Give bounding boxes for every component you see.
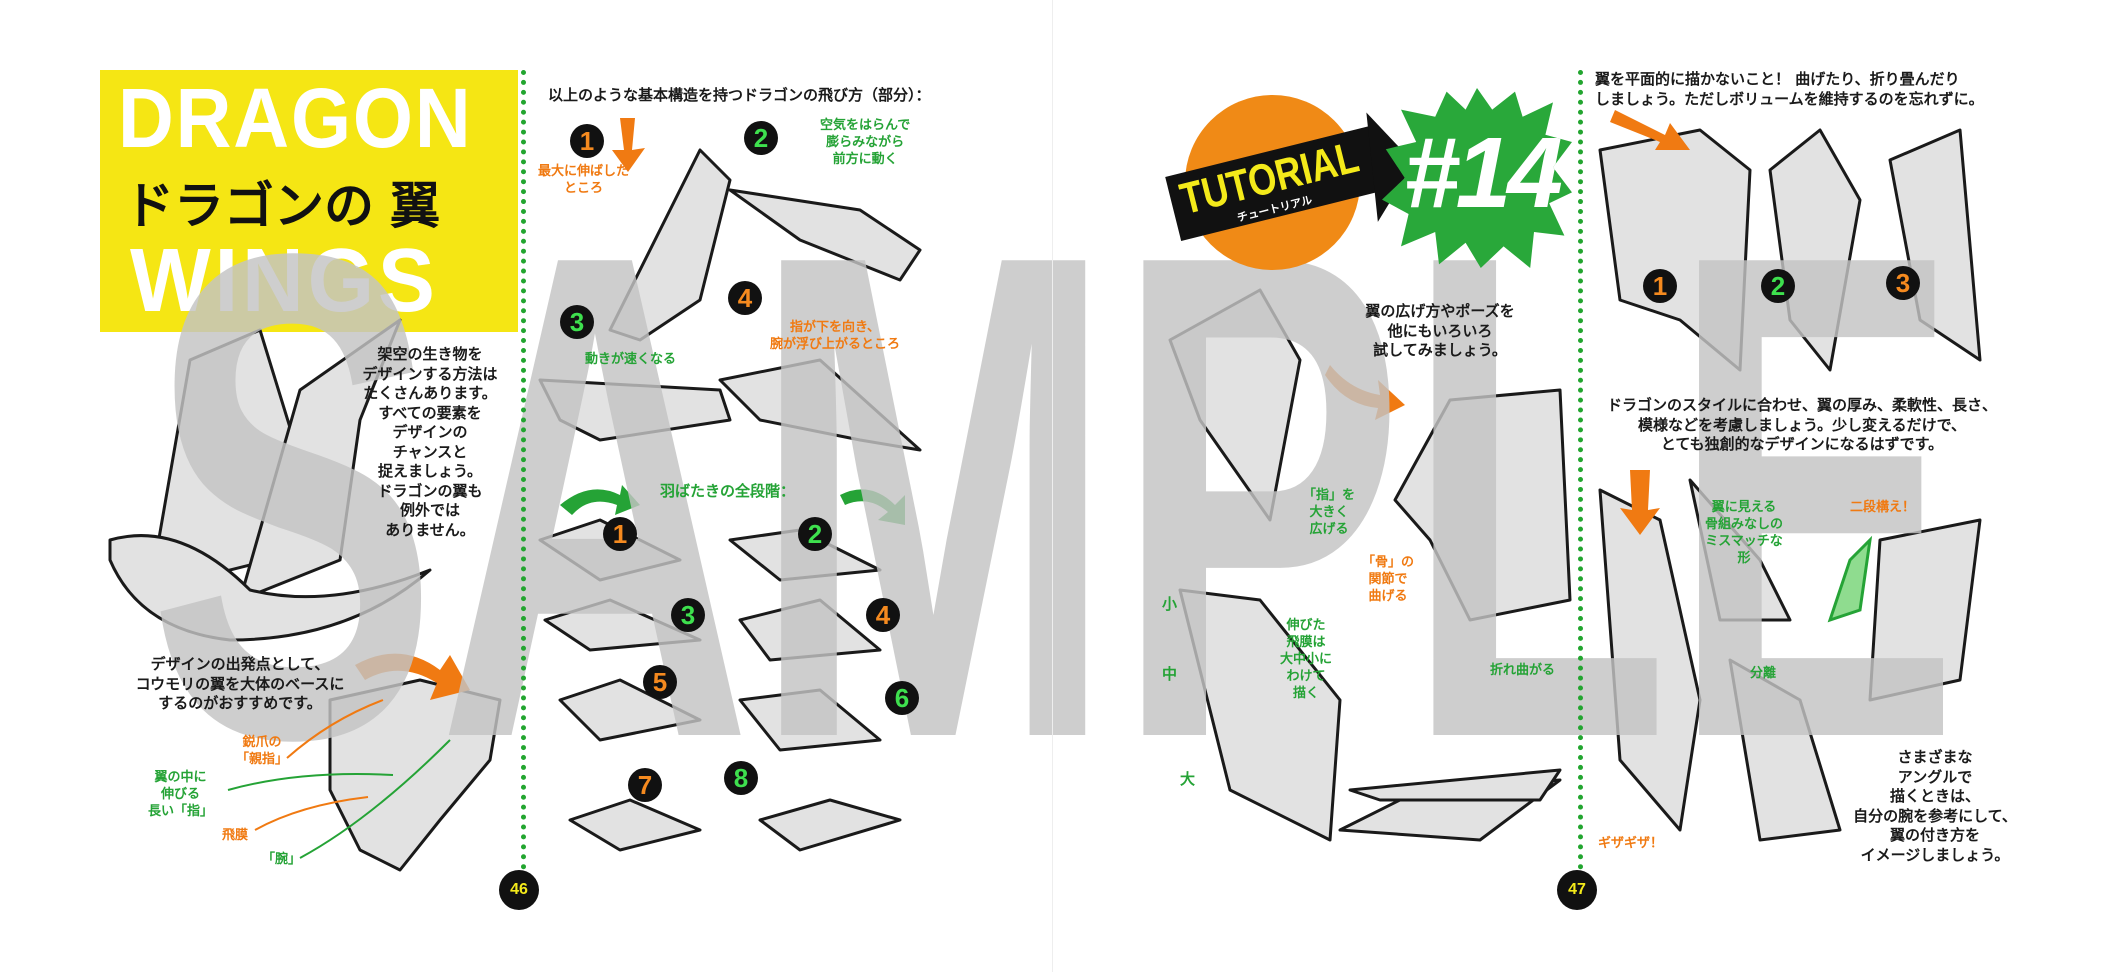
flap-badge-4: 4 [866,598,900,632]
orange-arrow-icon [355,653,470,700]
fold-badge-1: 1 [1643,269,1677,303]
style-text: ドラゴンのスタイルに合わせ、翼の厚み、柔軟性、長さ、模様などを考慮しましょう。少… [1606,396,1997,453]
flap-badge-8: 8 [724,761,758,795]
flap-badge-7: 7 [628,768,662,802]
step4-note: 指が下を向き、腕が浮び上がるところ [770,320,901,352]
step2-note: 空気をはらんで膨らみながら前方に動く [820,118,911,167]
note-bend-joint: 「骨」の関節で曲げる [1362,555,1415,604]
flap-frame-2 [728,528,882,582]
flap-frame-7 [568,798,702,852]
size-large-label: 大 [1180,770,1196,788]
pose-wing-2 [1393,388,1572,622]
base-text: デザインの出発点として、コウモリの翼を大体のベースにするのがおすすめです。 [135,655,345,712]
size-small-label: 小 [1162,595,1178,613]
orange-arrow-icon [1620,470,1660,535]
intro-text: 架空の生き物をデザインする方法はたくさんあります。すべての要素をデザインのチャン… [362,345,498,539]
title-en-dragon: DRAGON [118,71,473,165]
pose-wing-1 [1168,288,1302,522]
note-two-stage: 二段構え！ [1850,500,1916,515]
flap-frame-8 [758,798,902,852]
title-jp-wing: 翼 [390,177,440,235]
note-mismatch: 翼に見える骨組みなしのミスマッチな形 [1705,500,1784,566]
wing-step-4 [718,358,922,452]
green-curve-arrow-icon [840,489,905,525]
orange-arrow-icon [612,118,645,172]
tutorial-number: #14 [1404,117,1563,229]
fold-badge-3: 3 [1886,266,1920,300]
note-separate: 分離 [1750,666,1777,681]
style-wing-3 [1728,658,1842,842]
left-column-divider [521,70,526,870]
page-number-left: 46 [499,870,539,910]
dragon-wing-right-large [238,318,402,602]
green-burst: #14 [1382,88,1572,268]
right-column-divider [1578,70,1583,870]
style-wing-4 [1868,518,1982,702]
page-number-right: 47 [1557,870,1597,910]
step1-note: 最大に伸ばしたところ [538,164,630,196]
note-fold: 折れ曲がる [1490,663,1556,678]
wing-step-3 [538,378,732,442]
title-jp: ドラゴンの [124,177,374,235]
flight-heading: 以上のような基本構造を持つドラゴンの飛び方（部分）： [548,86,931,104]
note-membrane-sizes: 伸びた飛膜は大中小にわけて描く [1280,618,1333,701]
pose-wing-5 [1348,768,1562,802]
flap-frame-5 [558,678,702,742]
fold-wing-1 [1598,128,1752,372]
note-spread-fingers: 「指」を大きく広げる [1303,488,1356,537]
step-badge-1: 1 [570,124,604,158]
orange-arrow-icon [1610,110,1690,150]
flap-badge-5: 5 [643,665,677,699]
title-block: DRAGON ドラゴンの 翼 WINGS [100,70,518,332]
flap-heading: 羽ばたきの全段階： [660,482,796,500]
pose-text: 翼の広げ方やポーズを他にもいろいろ試してみましょう。 [1365,302,1515,359]
wing-step-1 [608,148,732,342]
wing-step-2 [728,188,922,282]
step3-note: 動きが速くなる [585,352,677,367]
flap-badge-1: 1 [603,517,637,551]
fold-badge-2: 2 [1761,269,1795,303]
style-wing-2 [1688,478,1792,622]
label-arm: 「腕」 [262,852,302,867]
flap-frame-1 [538,518,682,582]
page-gutter [1052,0,1053,972]
label-finger: 翼の中に伸びる長い「指」 [148,770,214,819]
dragon-body [108,534,432,642]
flap-badge-6: 6 [885,681,919,715]
flap-frame-3 [543,598,702,652]
flap-badge-3: 3 [671,598,705,632]
green-curve-arrow-icon [560,485,640,515]
flap-frame-6 [738,688,882,752]
step-badge-3: 3 [560,305,594,339]
note-jagged: ギザギザ！ [1598,836,1664,851]
orange-arrow-icon [1325,365,1405,420]
title-en-wings: WINGS [130,231,439,331]
green-accent-wing [1827,535,1873,623]
step-badge-4: 4 [728,281,762,315]
flat-warning-text: 翼を平面的に描かないこと！ 曲げたり、折り畳んだりしましょう。ただしボリュームを… [1595,70,1984,108]
flap-badge-2: 2 [798,517,832,551]
label-thumb: 鋭爪の「親指」 [236,735,289,767]
label-membrane: 飛膜 [222,828,249,843]
size-medium-label: 中 [1162,665,1178,683]
angle-text: さまざまなアングルで描くときは、自分の腕を参考にして、翼の付き方をイメージしまし… [1853,748,2017,864]
pose-wing-3 [1178,588,1342,842]
flap-frame-4 [738,598,882,662]
step-badge-2: 2 [744,121,778,155]
